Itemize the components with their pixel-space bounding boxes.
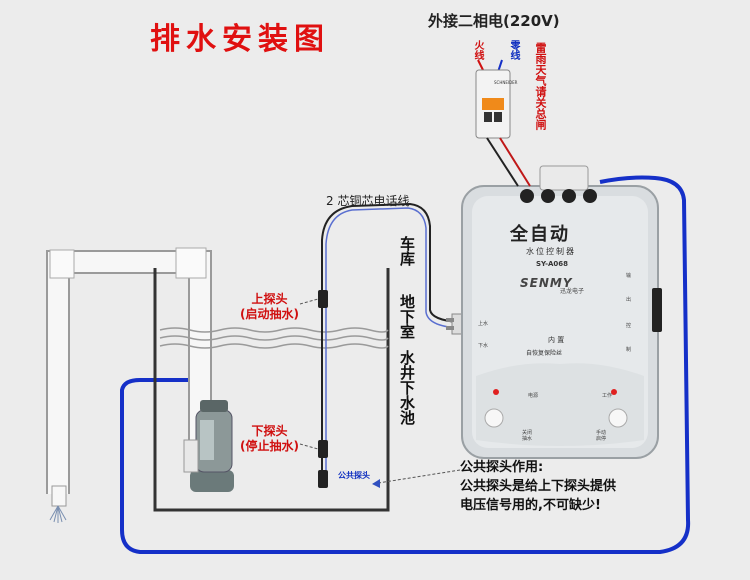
live-wire-label: 火线 [472, 40, 483, 60]
close-pump-label-1: 关闭 [522, 430, 533, 436]
input-upper-label: 上水 [478, 321, 489, 327]
controller-title: 全自动 [510, 224, 570, 245]
neutral-wire-label: 零线 [508, 40, 519, 60]
manual-label-2: 启停 [596, 436, 607, 442]
work-led-label: 工作 [602, 393, 613, 399]
controller-box [461, 165, 662, 459]
note-heading: 公共探头作用: [460, 460, 544, 475]
close-pump-label-2: 抽水 [522, 436, 533, 442]
side-label-1: 输 [626, 273, 632, 279]
upper-probe-role: (启动抽水) [240, 307, 299, 321]
common-probe-tag: 公共探头 [338, 471, 370, 480]
pump-power-cable [120, 175, 691, 554]
water-surface [159, 327, 389, 349]
page-title: 排水安装图 [150, 22, 330, 57]
manual-start-stop-button[interactable]: 手动 启停 [596, 430, 606, 442]
common-probe-note: 公共探头作用: 公共探头是给上下探头提供 电压信号用的,不可缺少! [460, 458, 616, 515]
manual-label-1: 手动 [596, 430, 607, 436]
controller-model: SY-A068 [536, 260, 569, 268]
phone-wire-label: 2 芯铜芯电话线 [326, 194, 410, 208]
upper-probe-label: 上探头 (启动抽水) [240, 292, 299, 322]
close-pump-button-shape [484, 408, 504, 428]
upper-probe-name: 上探头 [251, 292, 288, 306]
side-label-3: 控 [626, 323, 632, 329]
probe-leaders [299, 298, 461, 485]
power-led-icon [493, 389, 499, 395]
circuit-breaker-icon [475, 59, 531, 187]
submersible-pump-icon [183, 400, 234, 492]
storm-warning-note: 雷雨天气请关总闸 [534, 42, 547, 130]
controller-maker: 迅龙电子 [560, 288, 585, 295]
breaker-brand-text: SCHNEIDER [494, 80, 518, 85]
common-probe-icon [318, 470, 328, 488]
lower-probe-icon [318, 440, 328, 458]
upper-probe-icon [318, 290, 328, 308]
controller-brand: SENMY [520, 276, 573, 290]
work-led-icon [611, 389, 617, 395]
power-led-label: 电源 [528, 393, 539, 399]
water-spray-icon [49, 505, 67, 523]
note-line-2: 电压信号用的,不可缺少! [460, 498, 601, 513]
lower-probe-role: (停止抽水) [240, 439, 299, 453]
lower-probe-label: 下探头 (停止抽水) [240, 424, 299, 454]
controller-subtitle: 水位控制器 [526, 247, 576, 256]
controller-fuse-label: 自恢复保险丝 [526, 350, 563, 357]
side-label-2: 出 [626, 297, 632, 303]
side-label-4: 制 [626, 347, 632, 353]
manual-button-shape [608, 408, 628, 428]
note-line-1: 公共探头是给上下探头提供 [460, 479, 617, 494]
note-arrow-icon [372, 479, 380, 488]
lower-probe-name: 下探头 [251, 424, 288, 438]
garage-label: 车库 [398, 236, 416, 266]
controller-inner-label: 内 置 [548, 336, 565, 344]
sump-pool [153, 268, 390, 512]
sump-pit-label: 水井下水池 [398, 350, 416, 425]
input-lower-label: 下水 [478, 343, 489, 349]
close-pump-button[interactable]: 关闭 抽水 [522, 430, 532, 442]
power-supply-label: 外接二相电(220V) [428, 12, 560, 30]
probe-cable [318, 202, 459, 488]
basement-label: 地下室 [398, 294, 416, 339]
drain-pipe [46, 247, 212, 507]
